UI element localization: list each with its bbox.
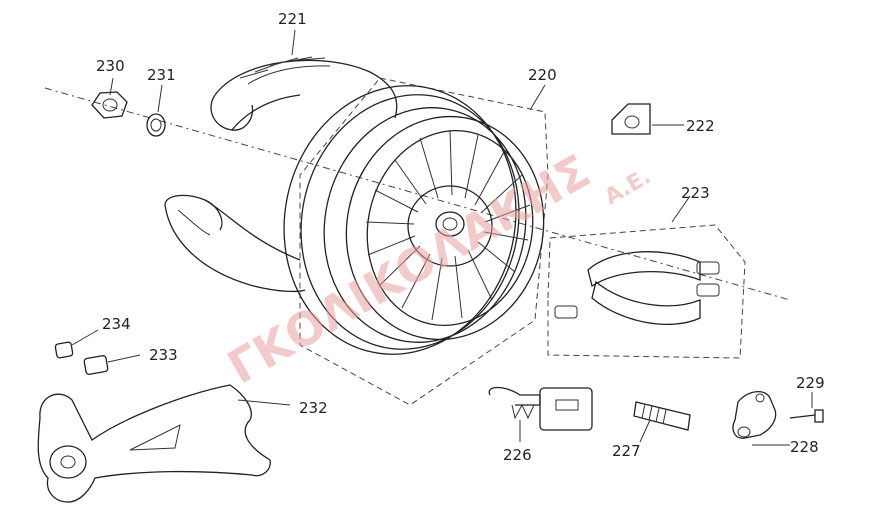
watermark-text: ΓΚΟΛΙΚΟΛΑΚΗΣ [219,144,600,395]
bushing-large-drawing [83,354,141,375]
brake-cam-shaft-drawing [633,401,691,443]
brake-arm-drawing [732,391,790,446]
label-230: 230 [96,57,125,75]
leader-221 [291,29,296,56]
bushing-small-drawing [54,329,99,359]
leader-220 [529,84,546,111]
swing-arm-bracket-drawing [37,384,291,503]
label-221: 221 [278,10,307,28]
rim-bounding-box [299,77,549,406]
label-227: 227 [612,442,641,460]
wheel-rim-drawing [283,77,549,406]
label-234: 234 [102,315,131,333]
brake-cam-lever-drawing [488,386,593,442]
brake-shoes-drawing [547,195,746,359]
label-232: 232 [299,399,328,417]
label-233: 233 [149,346,178,364]
label-220: 220 [528,66,557,84]
label-226: 226 [503,446,532,464]
axle-nut-drawing [91,77,128,119]
label-222: 222 [686,117,715,135]
brake-cam-seal-drawing [611,103,684,135]
label-229: 229 [796,374,825,392]
washer-drawing [146,84,166,137]
label-231: 231 [147,66,176,84]
label-223: 223 [681,184,710,202]
bolt-drawing [789,392,824,423]
watermark-suffix: Α.Ε. [601,164,656,210]
label-228: 228 [790,438,819,456]
